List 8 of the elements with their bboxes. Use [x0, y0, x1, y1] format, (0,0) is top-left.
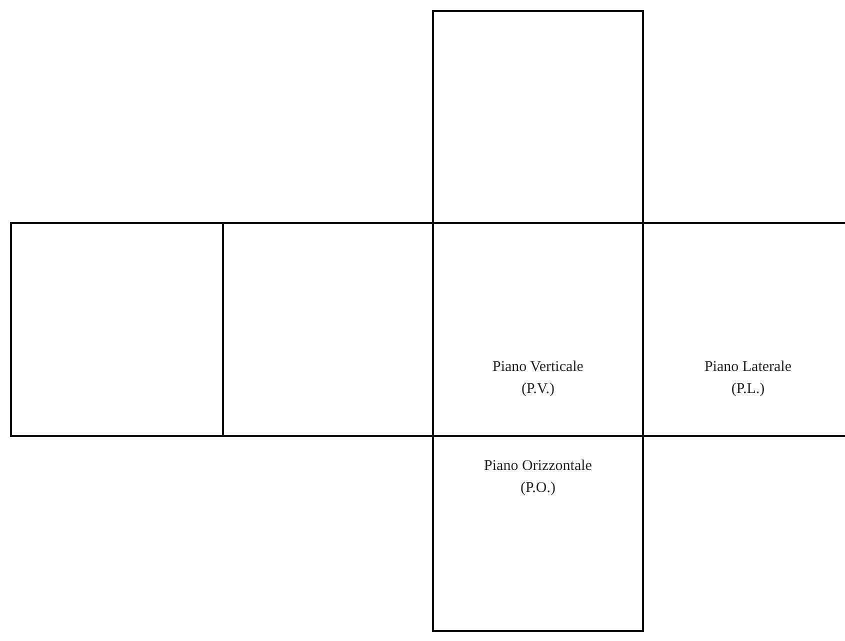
plane-label: Piano Orizzontale (P.O.) [483, 457, 593, 498]
plane-label: Piano Verticale (P.V.) [492, 358, 584, 399]
plane-label: Piano Laterale (P.L.) [703, 358, 793, 399]
plane-box [642, 222, 845, 437]
plane-box [432, 435, 644, 632]
empty-box [432, 10, 644, 224]
empty-box [10, 222, 224, 437]
empty-box [222, 222, 434, 437]
